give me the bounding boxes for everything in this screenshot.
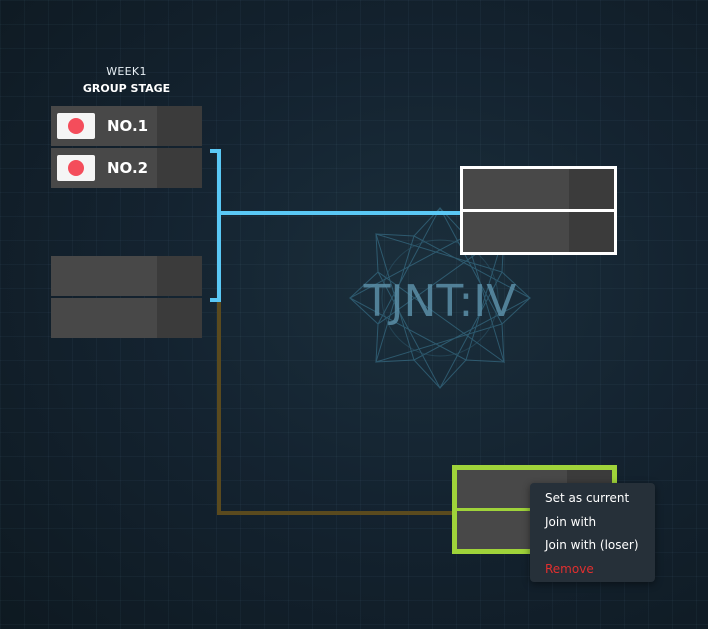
- team-name: NO.1: [107, 117, 149, 135]
- team-slot-2[interactable]: [463, 212, 614, 252]
- winner-bracket-line: [210, 149, 221, 302]
- team-slot-1[interactable]: [463, 169, 614, 209]
- team-score: [157, 106, 202, 146]
- match-2[interactable]: [51, 256, 202, 338]
- context-menu: Set as current Join with Join with (lose…: [530, 483, 655, 582]
- team-slot-2[interactable]: [51, 298, 202, 338]
- stage-header: WEEK1 GROUP STAGE: [51, 64, 202, 97]
- logo-star-icon: [348, 206, 532, 390]
- team-slot-1[interactable]: NO.1: [51, 106, 202, 146]
- menu-item-join-with[interactable]: Join with: [545, 514, 597, 529]
- team-score: [569, 212, 614, 252]
- stage-title: GROUP STAGE: [82, 82, 171, 95]
- team-score: [569, 169, 614, 209]
- team-score: [157, 298, 202, 338]
- match-1[interactable]: NO.1 NO.2: [51, 106, 202, 188]
- week-label: WEEK1: [106, 65, 147, 78]
- menu-item-set-as-current[interactable]: Set as current: [545, 491, 630, 505]
- menu-item-remove[interactable]: Remove: [545, 561, 594, 576]
- team-name: NO.2: [107, 159, 149, 177]
- logo-text: TJNT:IV: [363, 276, 517, 327]
- red-circle-flag-icon: [57, 155, 95, 181]
- team-score: [157, 148, 202, 188]
- match-selected[interactable]: [460, 166, 617, 255]
- loser-bracket-line: [217, 302, 455, 515]
- menu-item-join-with-loser[interactable]: Join with (loser): [545, 538, 639, 552]
- team-slot-2[interactable]: NO.2: [51, 148, 202, 188]
- red-circle-flag-icon: [57, 113, 95, 139]
- team-score: [157, 256, 202, 296]
- team-slot-1[interactable]: [51, 256, 202, 296]
